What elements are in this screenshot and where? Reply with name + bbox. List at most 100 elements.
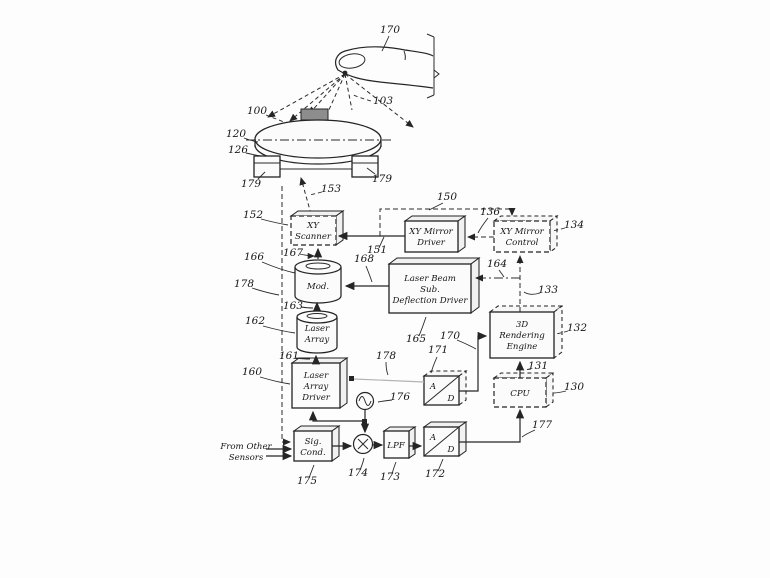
laser-array-driver-label: Driver [301,393,331,403]
ref-lpf: 173 [380,471,400,483]
adc-d-label: D [447,394,455,404]
xy-mirror-control-box: XY Mirror Control 134 [492,214,584,254]
laser-array-label: Laser [304,324,330,334]
panel-dish [254,144,382,165]
ref-defl-branch: 164 [487,258,507,270]
laser-array-driver-box: Laser Array Driver 160 161 [242,350,349,410]
xy-mirror-control-label: Control [506,238,539,248]
xy-scanner-box: XY Scanner 152 [243,209,345,247]
ref-beams: 103 [373,95,393,107]
fingernail [338,53,366,69]
ref-deflection-driver: 165 [406,333,426,345]
xy-mirror-control-label: XY Mirror [499,227,544,237]
ref-layer-top: 120 [226,128,246,140]
laser-array-label: Array [304,335,330,345]
ref-adc-touch: 171 [428,344,448,356]
xy-mirror-driver-box: XY Mirror Driver [403,214,467,254]
rendering-engine-label: 3D [516,320,528,330]
lpf-box: LPF 173 [380,426,423,483]
driver-to-adc-line [353,378,425,383]
ref-foot-right: 179 [372,173,392,185]
scanner-feedback-line: 150 [379,191,516,236]
ref-laser-to-mod: 163 [283,300,303,312]
ref-mod-to-scanner: 167 [283,247,303,259]
rendering-engine-label: Engine [506,342,538,352]
ref-laser-array-driver: 160 [242,366,262,378]
ref-sensor-path: 178 [234,278,254,290]
modulator-label: Mod. [306,282,329,292]
panel-top-rim [254,119,382,159]
dimension-bracket [426,33,440,99]
lpf-label: LPF [386,441,405,451]
mount-foot-left [253,155,281,178]
oscillator-symbol: 176 [308,391,410,434]
ref-cpu-to-engine: 131 [528,360,548,372]
cpu-label: CPU [510,389,530,399]
ref-driver-to-scanner: 151 [367,244,387,256]
xy-scanner-label: XY [306,221,320,231]
ref-sig-cond: 175 [297,475,317,487]
laser-array-cylinder: Laser Array 162 163 [245,300,338,354]
ref-driver-to-adc: 178 [376,350,396,362]
touch-panel-device: 100 120 126 179 179 [226,105,392,190]
deflection-driver-label: Deflection Driver [391,296,468,306]
ref-defl-to-mod: 168 [354,253,374,265]
ref-foot-left: 179 [241,178,261,190]
xy-scanner-label: Scanner [295,232,332,242]
sig-cond-label: Sig. [305,437,322,447]
mixer-symbol: 174 [332,433,384,479]
ref-mod: 166 [244,251,264,263]
laser-beams: 103 [267,73,414,128]
ref-xy-scanner: 152 [243,209,263,221]
ref-adc-signal: 172 [425,468,445,480]
modulator-cylinder: Mod. 166 167 [244,247,342,304]
cpu-box: CPU 130 131 [492,360,584,409]
adc-to-cpu-line [459,408,525,443]
ref-driver-to-laser: 161 [279,350,299,362]
deflection-driver-label: Sub. [420,285,440,295]
driver-to-scanner-line: 151 [337,231,405,256]
sig-cond-label: Cond. [300,448,326,458]
junction-dot [349,376,354,381]
finger-illustration: 170 [335,24,440,99]
ref-adc-to-cpu: 177 [532,419,552,431]
ref-beam-to-panel: 153 [321,183,341,195]
from-other-sensors-label: From Other [219,442,272,452]
rendering-engine-label: Rendering [498,331,545,341]
deflection-driver-label: Laser Beam [403,274,456,284]
ref-engine-to-control: 133 [538,284,558,296]
ref-oscillator: 176 [390,391,410,403]
adc-a-label: A [429,433,436,443]
ref-xy-mirror-control: 134 [564,219,584,231]
xy-mirror-driver-label: Driver [416,238,446,248]
ref-rendering-engine: 132 [567,322,587,334]
adc-to-engine-line [459,331,488,392]
from-other-sensors-label: Sensors [229,453,264,463]
surface-object [300,108,329,121]
ref-cpu: 130 [564,381,584,393]
ref-finger: 170 [380,24,400,36]
junction-dot [362,419,367,424]
rendering-engine-box: 3D Rendering Engine 132 133 [488,255,587,360]
sensor-signal-path: 178 [234,186,291,446]
ref-control-to-driver: 136 [480,206,500,218]
ref-mixer: 174 [348,467,368,479]
laser-array-driver-label: Array [303,382,329,392]
ref-adc-out: 170 [440,330,460,342]
ref-laser-array: 162 [245,315,265,327]
sig-cond-box: Sig. Cond. 175 From Other Sensors [219,424,341,487]
xy-mirror-driver-label: XY Mirror [408,227,453,237]
adc-a-label: A [429,382,436,392]
control-to-driver-line: 136 [467,206,500,241]
ref-scanner-feedback: 150 [437,191,457,203]
deflection-driver-box: Laser Beam Sub. Deflection Driver 165 16… [344,253,520,345]
osc-to-driver-line [308,410,362,422]
ref-layer-bottom: 126 [228,144,248,156]
adc-signal-box: A D 172 177 [422,408,552,480]
scanner-beam-path: 153 [299,177,341,215]
adc-d-label: D [447,445,455,455]
adc-touch-box: A D 171 170 178 [349,330,488,407]
laser-array-driver-label: Laser [303,371,329,381]
